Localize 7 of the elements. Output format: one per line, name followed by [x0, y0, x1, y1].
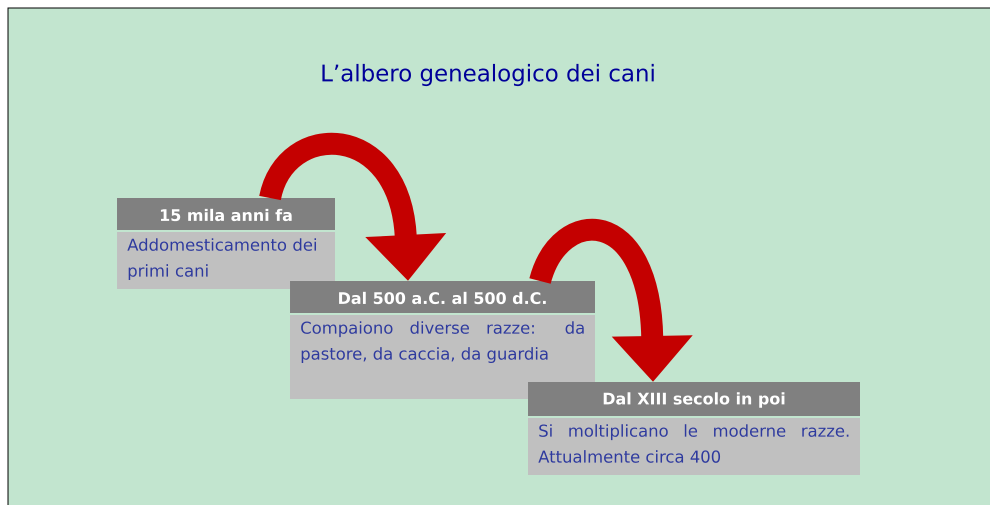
- description-box: Addomesticamento dei primi cani: [117, 232, 335, 289]
- heading-band: Dal XIII secolo in poi: [528, 382, 860, 416]
- heading-band: Dal 500 a.C. al 500 d.C.: [290, 281, 595, 313]
- heading-band: 15 mila anni fa: [117, 198, 335, 230]
- description-box: Compaiono diverse razze: da pastore, da caccia, da guardia: [290, 315, 595, 399]
- title: L’albero genealogico dei cani: [322, 64, 654, 86]
- description-box: Si moltiplicano le moderne razze. Attualmente circa 400: [528, 418, 860, 475]
